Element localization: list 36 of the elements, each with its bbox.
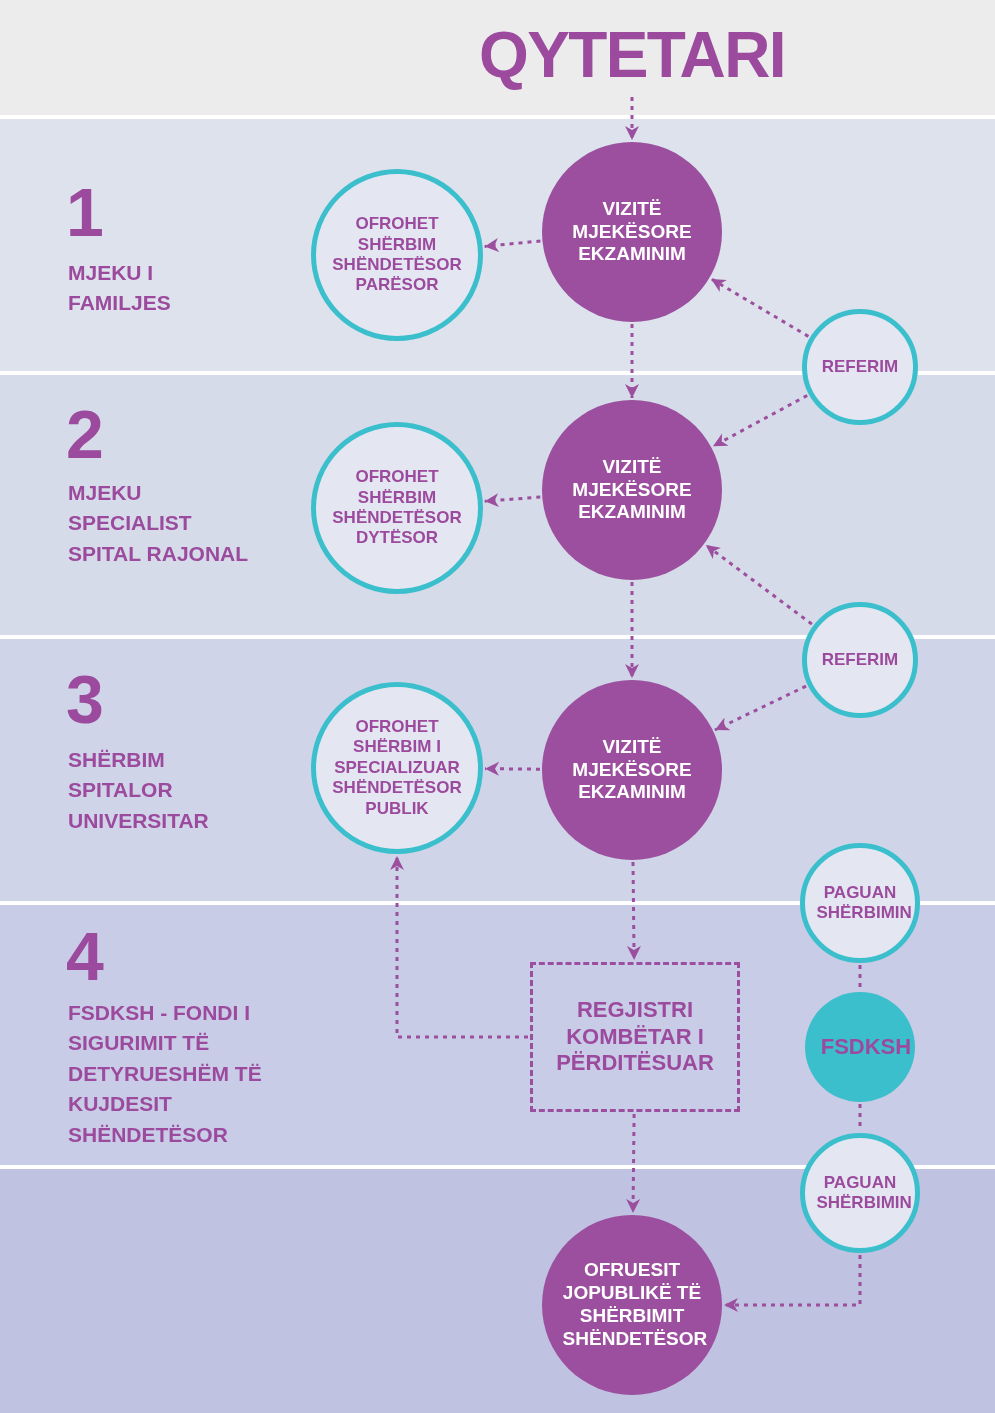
node-text: OFRUESIT JOPUBLIKË TË SHËRBIMIT SHËNDETËSOR [561, 1259, 709, 1351]
node-text: VIZITË MJEKËSORE EKZAMINIM [571, 197, 693, 267]
level-label: MJEKU I FAMILJES [68, 260, 172, 317]
arrow [484, 238, 541, 252]
node-text: OFROHET SHËRBIM SHËNDETËSOR PARËSOR [331, 214, 463, 296]
arrow [625, 582, 639, 678]
arrow [390, 856, 528, 1039]
node-text: REFERIM [820, 356, 900, 378]
level-number: 2 [66, 400, 105, 468]
node-text: PAGUAN SHËRBIMIN [815, 1172, 912, 1214]
arrow [626, 1114, 641, 1213]
title-text: QYTETARI [462, 15, 802, 95]
node-text: REFERIM [820, 649, 900, 671]
arrow [484, 493, 541, 508]
level-number: 3 [66, 665, 105, 733]
arrow [625, 324, 639, 398]
node-text: OFROHET SHËRBIM SHËNDETËSOR DYTËSOR [331, 467, 463, 549]
level-label: MJEKU SPECIALIST SPITAL RAJONAL [68, 480, 250, 567]
node-text: REGJISTRI KOMBËTAR I PËRDITËSUAR [555, 997, 715, 1077]
level-number: 1 [66, 178, 105, 246]
node-text: PAGUAN SHËRBIMIN [815, 882, 912, 924]
connector-line [858, 965, 862, 990]
arrow [626, 862, 641, 960]
arrow [704, 543, 813, 626]
node-text: FSDKSH [819, 1033, 908, 1061]
registry-box [530, 962, 740, 1112]
arrow [625, 97, 639, 140]
node-text: OFROHET SHËRBIM I SPECIALIZUAR SHËNDETËSOR PUBLIK [331, 717, 463, 819]
node-text: VIZITË MJEKËSORE EKZAMINIM [571, 455, 693, 525]
arrow [485, 761, 540, 776]
level-number: 4 [66, 922, 105, 990]
level-label: FSDKSH - FONDI I SIGURIMIT TË DETYRUESHËM TË KUJDESIT SHËNDETËSOR [68, 1000, 263, 1148]
arrow [710, 277, 810, 338]
arrow [724, 1255, 862, 1312]
node-text: VIZITË MJEKËSORE EKZAMINIM [571, 735, 693, 805]
level-label: SHËRBIM SPITALOR UNIVERSITAR [68, 747, 210, 834]
